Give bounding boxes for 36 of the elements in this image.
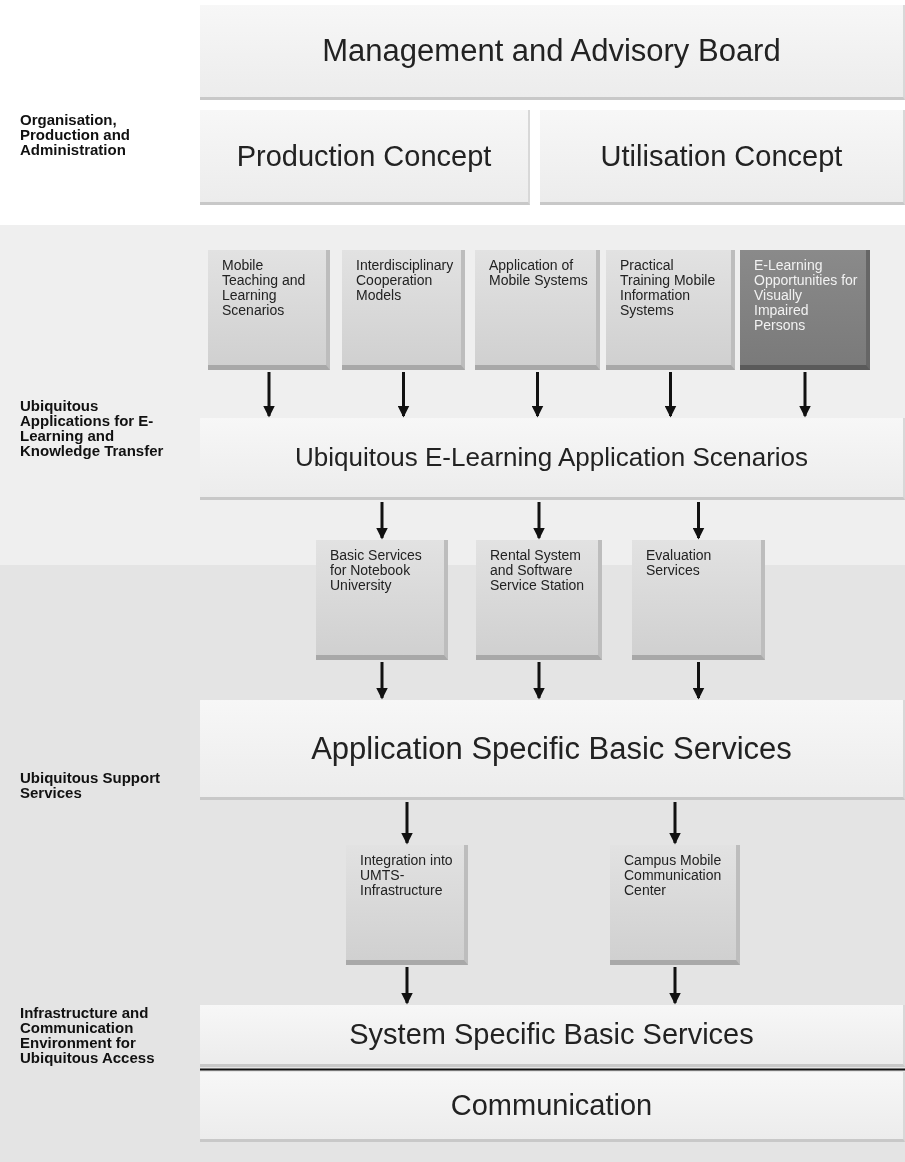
arrow (376, 662, 388, 700)
arrow (401, 802, 413, 845)
layer-box: System Specific Basic Services (200, 1005, 905, 1067)
layer-box: Communication (200, 1072, 905, 1142)
component-box: Integration into UMTS-Infrastructure (346, 845, 468, 965)
layer-box: Management and Advisory Board (200, 5, 905, 100)
section-label: Ubiquitous Applications for E-Learning and Knowledge Transfer (20, 398, 165, 458)
arrow (533, 502, 545, 540)
arrow (799, 372, 811, 418)
arrow (401, 967, 413, 1005)
component-box: Mobile Teaching and Learning Scenarios (208, 250, 330, 370)
layer-box: Utilisation Concept (540, 110, 905, 205)
component-box: Rental System and Software Service Station (476, 540, 602, 660)
arrow (664, 372, 677, 418)
arrow (531, 372, 544, 418)
section-label: Infrastructure and Communication Environment for Ubiquitous Access (20, 1005, 156, 1065)
arrow (692, 662, 705, 700)
component-box: Basic Services for Notebook University (316, 540, 448, 660)
component-box: Campus Mobile Communication Center (610, 845, 740, 965)
arrow (263, 372, 275, 418)
arrow (533, 662, 545, 700)
component-box: Evaluation Services (632, 540, 765, 660)
arrow (669, 802, 681, 845)
section-label: Organisation, Production and Administration (20, 112, 131, 157)
section-label: Ubiquitous Support Services (20, 770, 161, 800)
arrow (669, 967, 681, 1005)
arrow (397, 372, 410, 418)
component-box: Application of Mobile Systems (475, 250, 600, 370)
component-box: E-Learning Opportunities for Visually Impaired Persons (740, 250, 870, 370)
layer-box: Ubiquitous E-Learning Application Scenarios (200, 418, 905, 500)
arrow (692, 502, 705, 540)
arrow (376, 502, 388, 540)
layer-box: Application Specific Basic Services (200, 700, 905, 800)
component-box: Interdisciplinary Cooperation Models (342, 250, 465, 370)
layer-box: Production Concept (200, 110, 530, 205)
component-box: Practical Training Mobile Information Systems (606, 250, 735, 370)
